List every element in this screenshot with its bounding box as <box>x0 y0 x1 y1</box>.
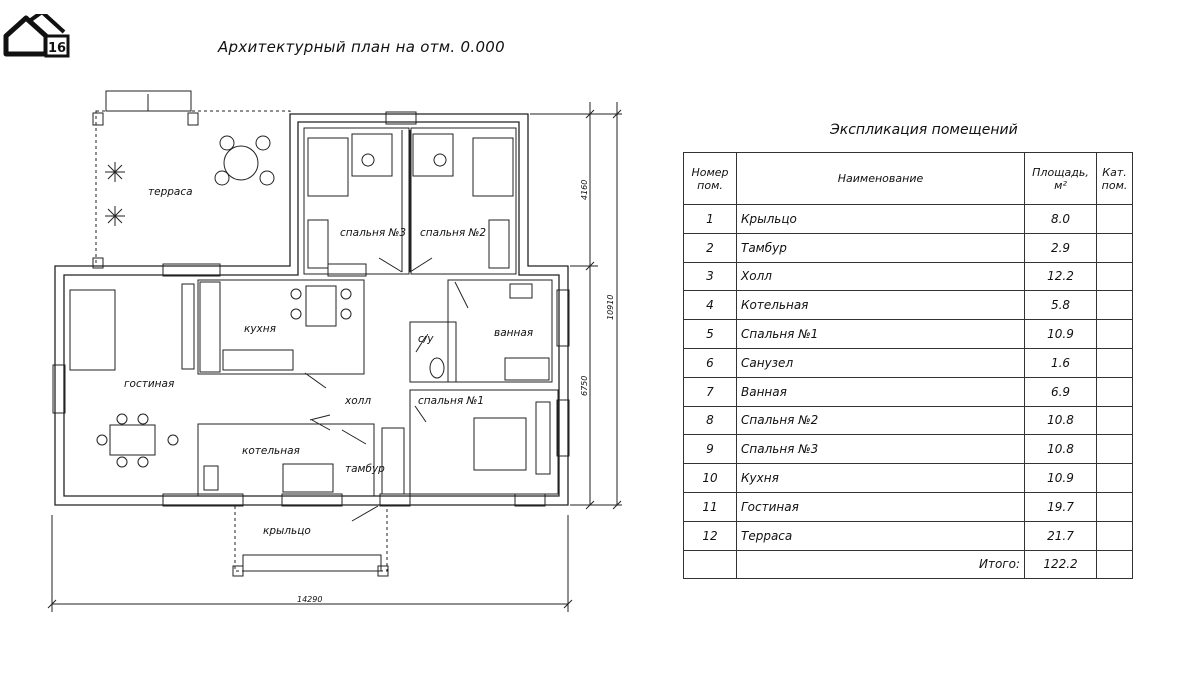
header-category-line2: пом. <box>1101 178 1128 192</box>
header-number: Номер пом. <box>683 152 737 205</box>
row-name: Крыльцо <box>736 204 1025 234</box>
row-name: Гостиная <box>736 491 1025 522</box>
row-number: 6 <box>683 347 737 378</box>
room-label-bedroom1: спальня №1 <box>418 395 484 407</box>
header-name: Наименование <box>736 152 1025 205</box>
header-area: Площадь, м² <box>1024 152 1097 205</box>
row-category <box>1096 405 1133 436</box>
row-category <box>1096 204 1133 234</box>
row-area: 10.9 <box>1024 319 1097 349</box>
row-number: 8 <box>683 405 737 436</box>
row-area: 6.9 <box>1024 376 1097 407</box>
row-name: Терраса <box>736 520 1025 551</box>
row-category <box>1096 290 1133 321</box>
room-label-boiler: котельная <box>242 445 300 457</box>
row-area: 10.8 <box>1024 405 1097 436</box>
row-name: Спальня №2 <box>736 405 1025 436</box>
logo-badge: 16 <box>48 41 66 56</box>
row-area: 8.0 <box>1024 204 1097 234</box>
row-number: 1 <box>683 204 737 234</box>
header-area-line2: м² <box>1054 178 1067 192</box>
row-name: Спальня №3 <box>736 434 1025 465</box>
plan-title: Архитектурный план на отм. 0.000 <box>218 38 505 56</box>
row-number: 2 <box>683 232 737 263</box>
header-number-line1: Номер <box>691 165 729 179</box>
room-label-terrace: терраса <box>148 186 193 198</box>
header-number-line2: пом. <box>697 178 723 192</box>
header-category-line1: Кат. <box>1102 165 1127 179</box>
dimension-upper-height: 4160 <box>580 180 589 200</box>
row-name: Холл <box>736 261 1025 292</box>
row-number: 11 <box>683 491 737 522</box>
room-label-porch: крыльцо <box>263 525 311 537</box>
row-category <box>1096 319 1133 349</box>
row-area: 12.2 <box>1024 261 1097 292</box>
row-category <box>1096 232 1133 263</box>
row-category <box>1096 347 1133 378</box>
row-number: 9 <box>683 434 737 465</box>
row-name: Ванная <box>736 376 1025 407</box>
explication-table: Номер пом. Наименование Площадь, м² Кат.… <box>683 152 1133 580</box>
total-num-cell <box>683 549 737 580</box>
total-label: Итого: <box>736 549 1025 580</box>
row-number: 4 <box>683 290 737 321</box>
row-category <box>1096 434 1133 465</box>
row-area: 10.9 <box>1024 463 1097 493</box>
room-label-bedroom2: спальня №2 <box>420 227 486 239</box>
row-name: Кухня <box>736 463 1025 493</box>
row-number: 12 <box>683 520 737 551</box>
row-name: Тамбур <box>736 232 1025 263</box>
room-label-bedroom3: спальня №3 <box>340 227 406 239</box>
room-label-hall: холл <box>344 395 371 407</box>
row-category <box>1096 463 1133 493</box>
dimension-lower-height: 6750 <box>580 376 589 396</box>
row-number: 3 <box>683 261 737 292</box>
row-category <box>1096 520 1133 551</box>
dimension-total-height: 10910 <box>606 295 615 320</box>
room-label-bathroom: ванная <box>494 327 533 339</box>
row-name: Спальня №1 <box>736 319 1025 349</box>
explication-title: Экспликация помещений <box>830 122 1018 138</box>
room-label-wc: с/у <box>418 333 434 345</box>
room-label-vestibule: тамбур <box>345 463 385 475</box>
row-area: 10.8 <box>1024 434 1097 465</box>
room-label-kitchen: кухня <box>244 323 276 335</box>
total-row: Итого: 122.2 <box>683 549 1133 580</box>
row-category <box>1096 261 1133 292</box>
header-area-line1: Площадь, <box>1032 165 1089 179</box>
row-number: 7 <box>683 376 737 407</box>
row-category <box>1096 376 1133 407</box>
row-area: 21.7 <box>1024 520 1097 551</box>
row-area: 2.9 <box>1024 232 1097 263</box>
row-area: 1.6 <box>1024 347 1097 378</box>
row-category <box>1096 491 1133 522</box>
room-label-living: гостиная <box>124 378 174 390</box>
floor-plan: терраса спальня №3 спальня №2 кухня с/у … <box>47 90 622 612</box>
row-name: Санузел <box>736 347 1025 378</box>
dimension-total-width: 14290 <box>297 595 322 604</box>
total-cat-cell <box>1096 549 1133 580</box>
row-number: 10 <box>683 463 737 493</box>
row-area: 5.8 <box>1024 290 1097 321</box>
row-name: Котельная <box>736 290 1025 321</box>
row-number: 5 <box>683 319 737 349</box>
house-logo-icon: 16 <box>3 14 70 58</box>
header-category: Кат. пом. <box>1096 152 1133 205</box>
total-value: 122.2 <box>1024 549 1097 580</box>
row-area: 19.7 <box>1024 491 1097 522</box>
